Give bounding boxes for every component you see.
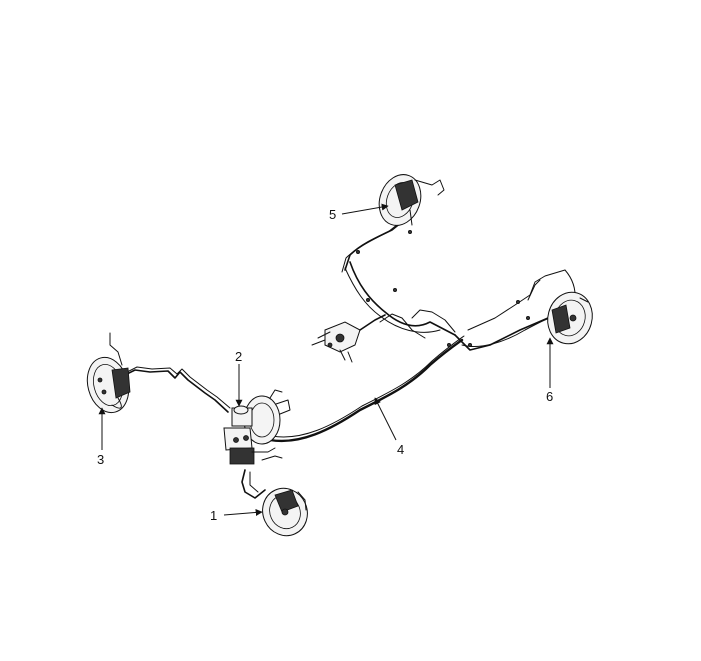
parking-brake-assembly bbox=[311, 314, 386, 363]
main-brake-tube bbox=[268, 335, 465, 443]
front-right-brake-line bbox=[241, 455, 283, 499]
rear-left-brake bbox=[378, 174, 445, 226]
front-right-disc-brake bbox=[262, 487, 308, 537]
callout-3: 3 bbox=[97, 452, 104, 467]
front-left-brake-line bbox=[124, 366, 231, 413]
master-cylinder-booster bbox=[223, 389, 291, 465]
callout-6: 6 bbox=[546, 389, 553, 404]
callout-leaders bbox=[98, 203, 554, 516]
callout-4: 4 bbox=[397, 442, 404, 457]
callout-5: 5 bbox=[329, 207, 336, 222]
callout-1: 1 bbox=[210, 508, 217, 523]
rear-brake-line-network bbox=[341, 221, 576, 351]
callout-2: 2 bbox=[235, 349, 242, 364]
front-left-disc-brake bbox=[86, 332, 131, 414]
rear-right-disc-brake bbox=[547, 291, 593, 345]
